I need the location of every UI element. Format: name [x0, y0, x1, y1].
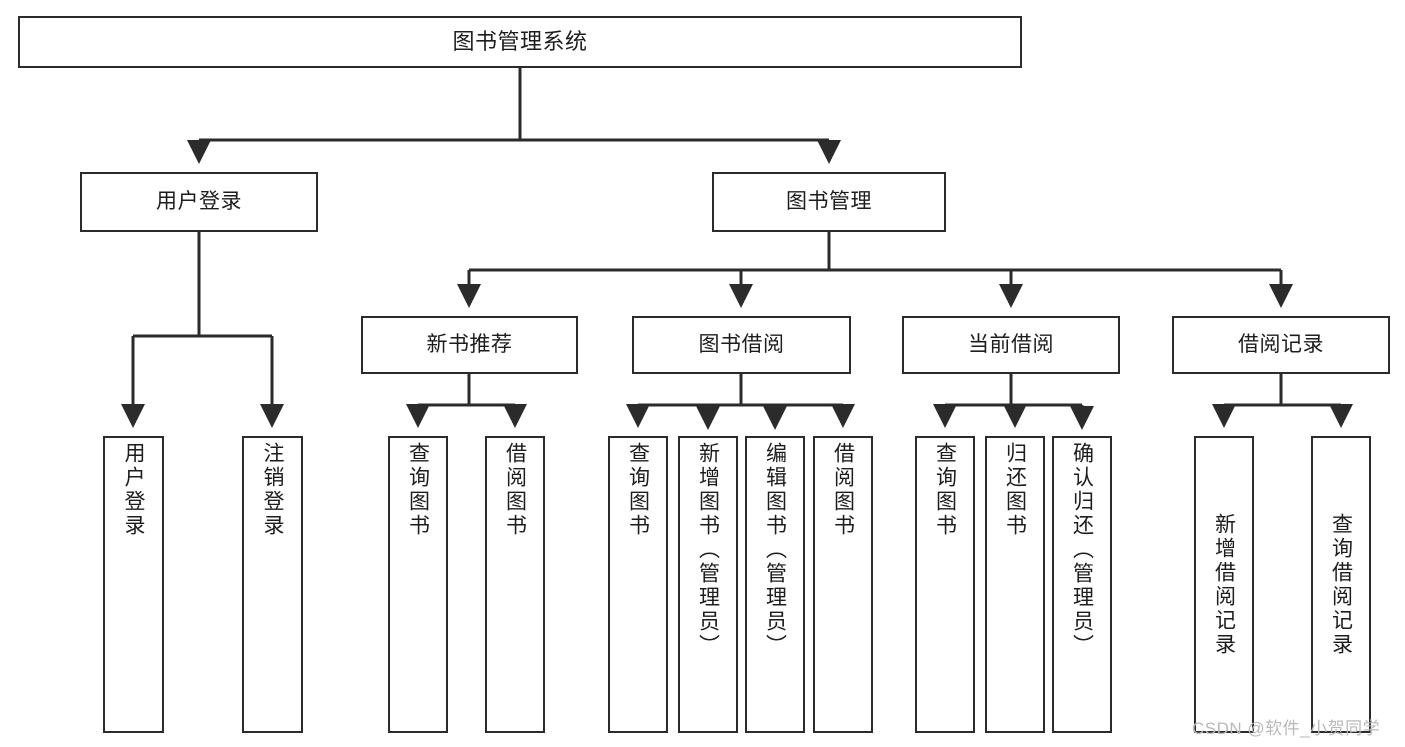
node-book-borrow[interactable]: 图书借阅: [632, 316, 851, 374]
node-label: 确认归还（管理员）: [1070, 442, 1094, 658]
node-leaf-query-book-borrow[interactable]: 查询图书: [608, 436, 668, 733]
node-label: 归还图书: [1003, 442, 1027, 538]
node-leaf-logout[interactable]: 注销登录: [242, 436, 303, 733]
node-leaf-query-book-recommend[interactable]: 查询图书: [388, 436, 448, 733]
node-leaf-add-borrow-record[interactable]: 新增借阅记录: [1194, 436, 1254, 733]
node-label: 查询图书: [626, 442, 650, 538]
node-label: 查询借阅记录: [1329, 512, 1353, 657]
node-leaf-borrow-book[interactable]: 借阅图书: [813, 436, 873, 733]
node-leaf-confirm-return-admin[interactable]: 确认归还（管理员）: [1052, 436, 1112, 733]
node-label: 注销登录: [261, 442, 284, 538]
node-leaf-borrow-book-recommend[interactable]: 借阅图书: [485, 436, 545, 733]
node-leaf-query-book-current[interactable]: 查询图书: [915, 436, 975, 733]
node-label: 新增借阅记录: [1212, 512, 1236, 657]
node-label: 新书推荐: [426, 333, 513, 357]
node-label: 借阅记录: [1238, 333, 1324, 357]
node-label: 用户登录: [122, 442, 145, 538]
node-borrow-record[interactable]: 借阅记录: [1172, 316, 1390, 374]
node-book-management[interactable]: 图书管理: [712, 172, 946, 232]
node-leaf-add-book-admin[interactable]: 新增图书（管理员）: [678, 436, 738, 733]
node-leaf-user-login[interactable]: 用户登录: [103, 436, 164, 733]
node-label: 查询图书: [933, 442, 957, 538]
node-label: 借阅图书: [503, 442, 527, 538]
node-label: 图书管理: [786, 190, 872, 214]
node-label: 编辑图书（管理员）: [763, 442, 787, 658]
node-leaf-return-book[interactable]: 归还图书: [985, 436, 1045, 733]
node-label: 当前借阅: [968, 333, 1054, 357]
node-label: 新增图书（管理员）: [696, 442, 720, 658]
node-new-book-recommend[interactable]: 新书推荐: [361, 316, 578, 374]
node-label: 图书借阅: [698, 333, 785, 357]
node-user-login[interactable]: 用户登录: [80, 172, 318, 232]
node-label: 借阅图书: [831, 442, 855, 538]
node-leaf-edit-book-admin[interactable]: 编辑图书（管理员）: [745, 436, 805, 733]
node-current-borrow[interactable]: 当前借阅: [902, 316, 1120, 374]
node-label: 用户登录: [156, 190, 242, 214]
node-book-management-system[interactable]: 图书管理系统: [18, 16, 1022, 68]
node-label: 查询图书: [406, 442, 430, 538]
node-leaf-query-borrow-record[interactable]: 查询借阅记录: [1311, 436, 1371, 733]
node-label: 图书管理系统: [452, 28, 588, 54]
